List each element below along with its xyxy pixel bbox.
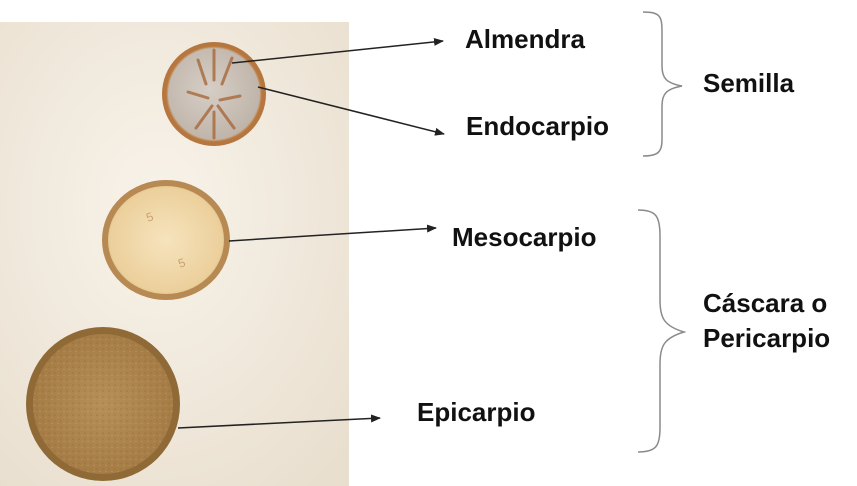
epicarp-specimen xyxy=(26,327,180,481)
group-label-pericarpio: Cáscara o Pericarpio xyxy=(703,286,830,356)
label-almendra: Almendra xyxy=(465,24,585,54)
seed-specimen xyxy=(162,42,266,146)
label-mesocarpio: Mesocarpio xyxy=(452,222,597,252)
group-braces xyxy=(638,12,684,452)
label-epicarpio: Epicarpio xyxy=(417,397,535,427)
label-endocarpio: Endocarpio xyxy=(466,111,609,141)
group-label-semilla: Semilla xyxy=(703,68,794,98)
group-label-pericarpio-line1: Cáscara o xyxy=(703,286,830,321)
brace-pericarpio xyxy=(638,210,684,452)
photo: 5 5 xyxy=(0,22,349,486)
brace-semilla xyxy=(643,12,682,156)
group-label-pericarpio-line2: Pericarpio xyxy=(703,321,830,356)
mesocarp-specimen: 5 5 xyxy=(102,180,230,300)
